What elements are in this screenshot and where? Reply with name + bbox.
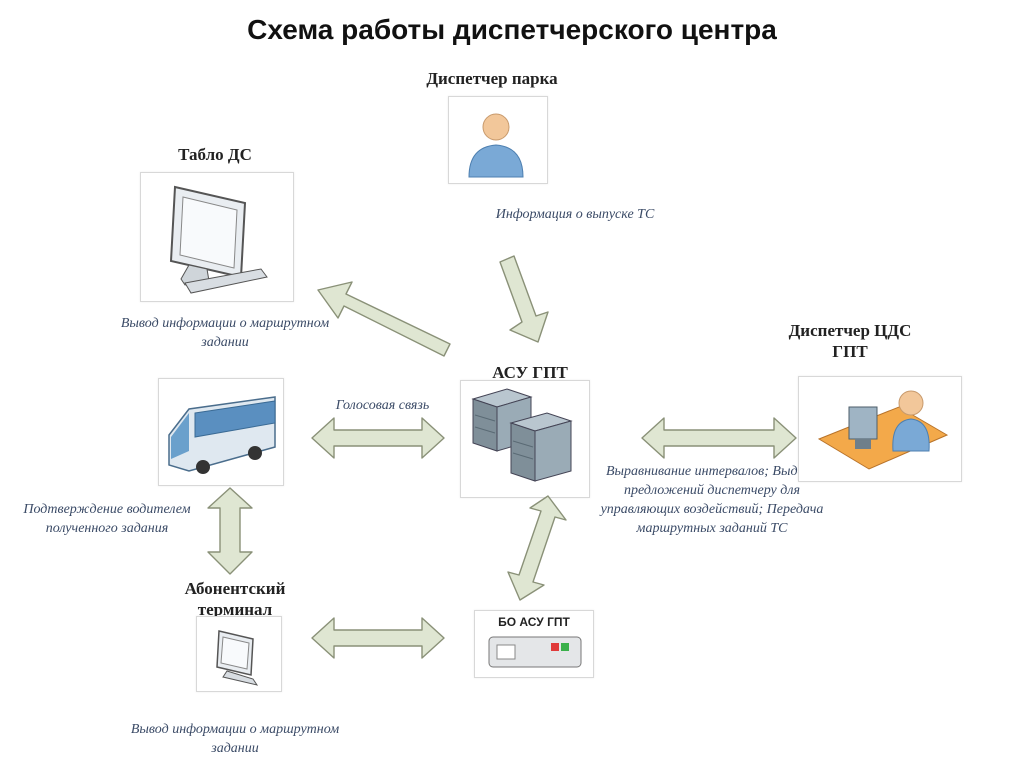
page-title: Схема работы диспетчерского центра (247, 14, 777, 45)
bo-asu-label: БО АСУ ГПТ (498, 615, 570, 629)
board-frame (140, 172, 294, 302)
asu-bo-arrow (507, 495, 567, 601)
board-arrow (317, 281, 451, 357)
release-arrow (499, 255, 549, 343)
park-dispatcher-frame (448, 96, 548, 184)
confirmation-note: Подтверждение водителем полученного зада… (23, 502, 191, 536)
terminal-monitor-icon (216, 630, 259, 686)
route-info-top-note: Вывод информации о маршрутном задании (120, 316, 330, 350)
bo-asu-frame: БО АСУ ГПТ (474, 610, 594, 678)
cds-dispatcher-frame (798, 376, 962, 482)
intervals-note: Выравнивание интервалов; Выдача предложе… (600, 464, 824, 536)
intervals-arrow (641, 417, 797, 459)
route-info-bottom-note: Вывод информации о маршрутном задании (130, 722, 340, 756)
cds-dispatcher-label: Диспетчер ЦДС ГПТ (788, 321, 912, 361)
terminal-label: Абонентский терминал (184, 579, 286, 619)
bus-icon (168, 396, 276, 474)
voice-note: Голосовая связь (335, 398, 430, 413)
bus-frame (158, 378, 284, 486)
voice-arrow (311, 417, 445, 459)
park-dispatcher-label: Диспетчер парка (426, 69, 558, 88)
monitor-icon (169, 185, 268, 294)
terminal-bo-arrow (311, 617, 445, 659)
asu-label: АСУ ГПТ (492, 363, 568, 382)
board-label: Табло ДС (178, 145, 252, 164)
release-info-note: Информация о выпуске ТС (495, 207, 655, 222)
confirmation-arrow (207, 487, 253, 575)
terminal-frame (196, 616, 282, 692)
person-icon (468, 113, 524, 178)
onboard-device-icon (488, 636, 582, 668)
asu-frame (460, 380, 590, 498)
operator-icon (817, 390, 949, 470)
server-rack-icon (471, 388, 573, 482)
